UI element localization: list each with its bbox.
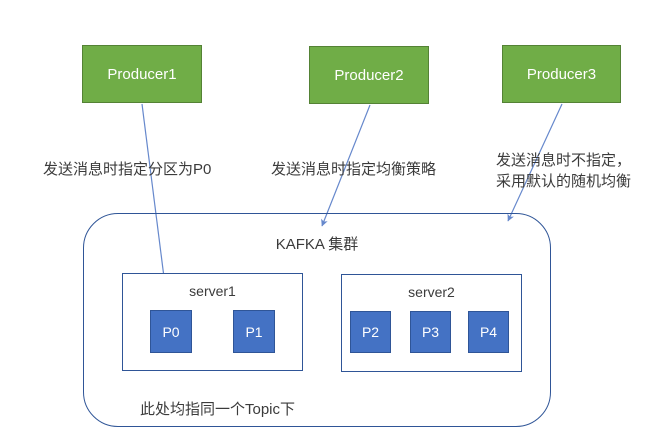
topic-note: 此处均指同一个Topic下 bbox=[140, 401, 296, 418]
annotation-producer1: 发送消息时指定分区为P0 bbox=[43, 161, 212, 178]
producer1-box: Producer1 bbox=[82, 45, 202, 103]
producer1-label: Producer1 bbox=[107, 65, 177, 83]
partition-p1: P1 bbox=[233, 310, 275, 353]
partition-p0: P0 bbox=[150, 310, 192, 353]
producer3-box: Producer3 bbox=[502, 45, 621, 103]
annotation-producer3-line1: 发送消息时不指定， bbox=[496, 152, 632, 169]
producer2-box: Producer2 bbox=[309, 46, 429, 104]
server1-box: server1 P0 P1 bbox=[122, 273, 303, 371]
partition-p3: P3 bbox=[410, 311, 451, 353]
producer2-label: Producer2 bbox=[334, 66, 404, 84]
kafka-cluster-container: KAFKA 集群 server1 P0 P1 server2 P2 P3 P4 bbox=[83, 213, 551, 427]
server1-label: server1 bbox=[189, 283, 236, 299]
server2-box: server2 P2 P3 P4 bbox=[341, 274, 522, 372]
annotation-producer2: 发送消息时指定均衡策略 bbox=[271, 161, 437, 178]
partition-p2: P2 bbox=[350, 311, 391, 353]
annotation-producer3-line2: 采用默认的随机均衡 bbox=[496, 173, 632, 190]
server2-label: server2 bbox=[408, 284, 455, 300]
producer3-label: Producer3 bbox=[526, 65, 597, 83]
partition-p4: P4 bbox=[468, 311, 509, 353]
annotation-producer3: 发送消息时不指定， 采用默认的随机均衡 bbox=[496, 150, 631, 192]
kafka-cluster-title: KAFKA 集群 bbox=[275, 236, 359, 253]
